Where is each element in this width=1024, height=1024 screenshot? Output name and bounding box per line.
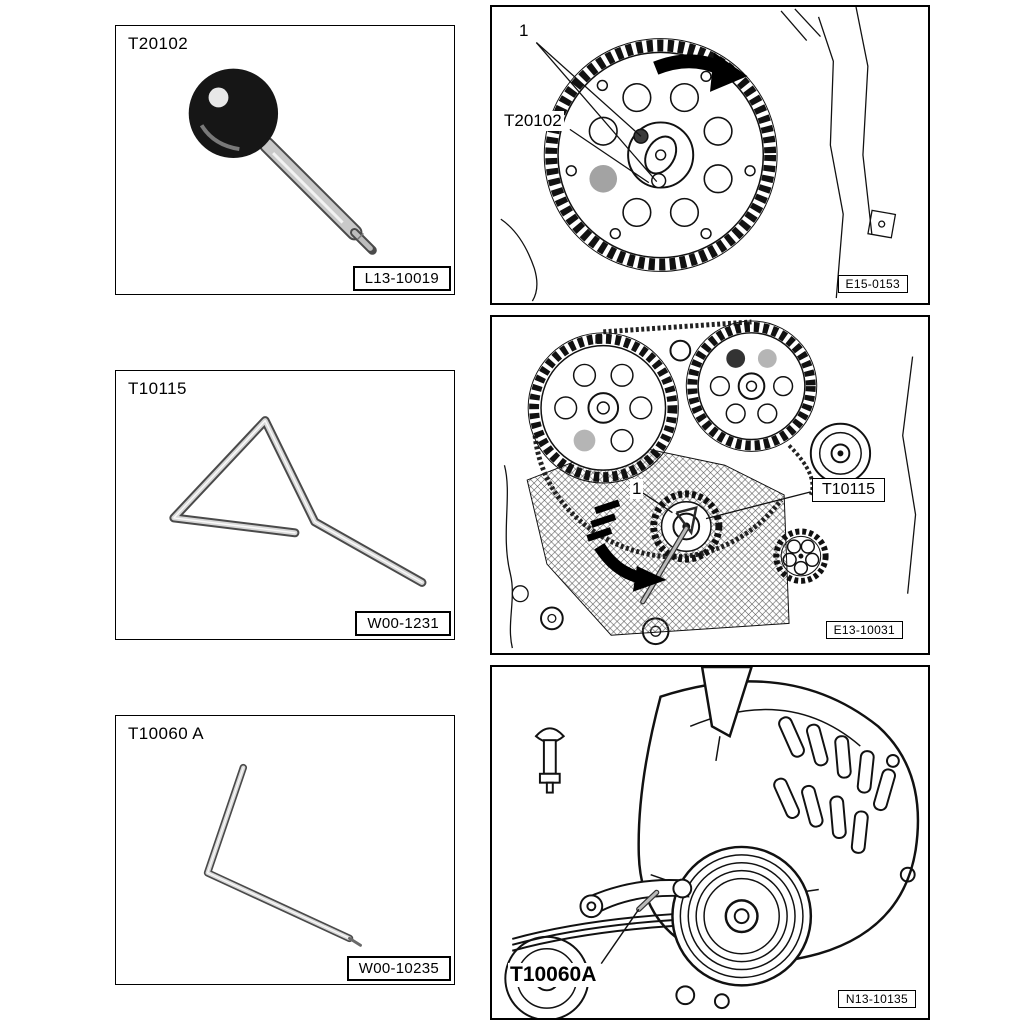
- locking-pin-tool: [636, 889, 660, 912]
- ribbed-belt: [511, 913, 673, 952]
- tool-code-label: T20102: [128, 34, 189, 53]
- direction-arrow: [586, 499, 667, 592]
- figure-panel-n13-10135: T10060A N13-10135: [490, 665, 930, 1020]
- tool-code-label: T10115: [128, 379, 187, 398]
- pin-shaft: [259, 137, 377, 255]
- leader-lines: [642, 491, 811, 520]
- leader-lines: [600, 908, 640, 965]
- ball-knob: [188, 68, 279, 159]
- ribbed-pulley: [671, 845, 813, 987]
- tool-ref-label: T10060A: [508, 963, 599, 987]
- figure-number: E13-10031: [825, 621, 903, 639]
- triangle-hook-tool-illustration: [169, 416, 427, 587]
- fan-blade: [700, 667, 753, 762]
- rotation-arrow: [653, 52, 748, 92]
- callout-1: 1: [630, 479, 644, 499]
- right-camshaft-sprocket: [685, 320, 818, 452]
- left-camshaft-sprocket: [527, 332, 679, 484]
- alternator-vents: [773, 716, 896, 854]
- tool-panel-t20102: T20102 L13-10019: [115, 25, 455, 295]
- leader-lines: [535, 42, 658, 184]
- engine-background: [500, 7, 897, 302]
- timing-belt: [532, 319, 815, 560]
- tensioner-pulley: [809, 422, 872, 485]
- oil-pump-sprocket: [773, 528, 829, 584]
- misc-bolts: [675, 754, 916, 1010]
- ball-pin-tool-illustration: [188, 68, 377, 255]
- tool-ref-label: T10115: [812, 478, 886, 502]
- tool-ref-label: T20102: [502, 111, 564, 131]
- tool-panel-t10115: T10115 W00-1231: [115, 370, 455, 640]
- figure-number: N13-10135: [837, 990, 916, 1008]
- wire-tool: [169, 416, 427, 587]
- tool-code-label: T10060 A: [128, 724, 204, 743]
- figure-panel-e13-10031: 1 T10115 E13-10031: [490, 315, 930, 655]
- part-number-label: W00-10235: [346, 956, 451, 981]
- figure-number: E15-0153: [837, 275, 908, 293]
- crosshatch-cover: [526, 442, 790, 636]
- l-key: [203, 763, 362, 947]
- timing-belt-diagram: [503, 319, 917, 649]
- part-number-label: W00-1231: [355, 611, 451, 636]
- tensioner-arm: [579, 878, 693, 919]
- part-number-label: L13-10019: [352, 266, 451, 291]
- tool-insert-hole: [589, 164, 618, 193]
- mounting-stud: [534, 727, 566, 794]
- figure-panel-e15-0153: 1 T20102 E15-0153: [490, 5, 930, 305]
- callout-1: 1: [517, 21, 531, 41]
- large-camshaft-sprocket: [543, 38, 778, 272]
- camshaft-sprocket-diagram: [500, 7, 897, 302]
- crank-pulley-with-tool: [640, 490, 723, 605]
- tool-panel-t10060a: T10060 A W00-10235: [115, 715, 455, 985]
- l-hex-key-tool-illustration: [203, 763, 362, 947]
